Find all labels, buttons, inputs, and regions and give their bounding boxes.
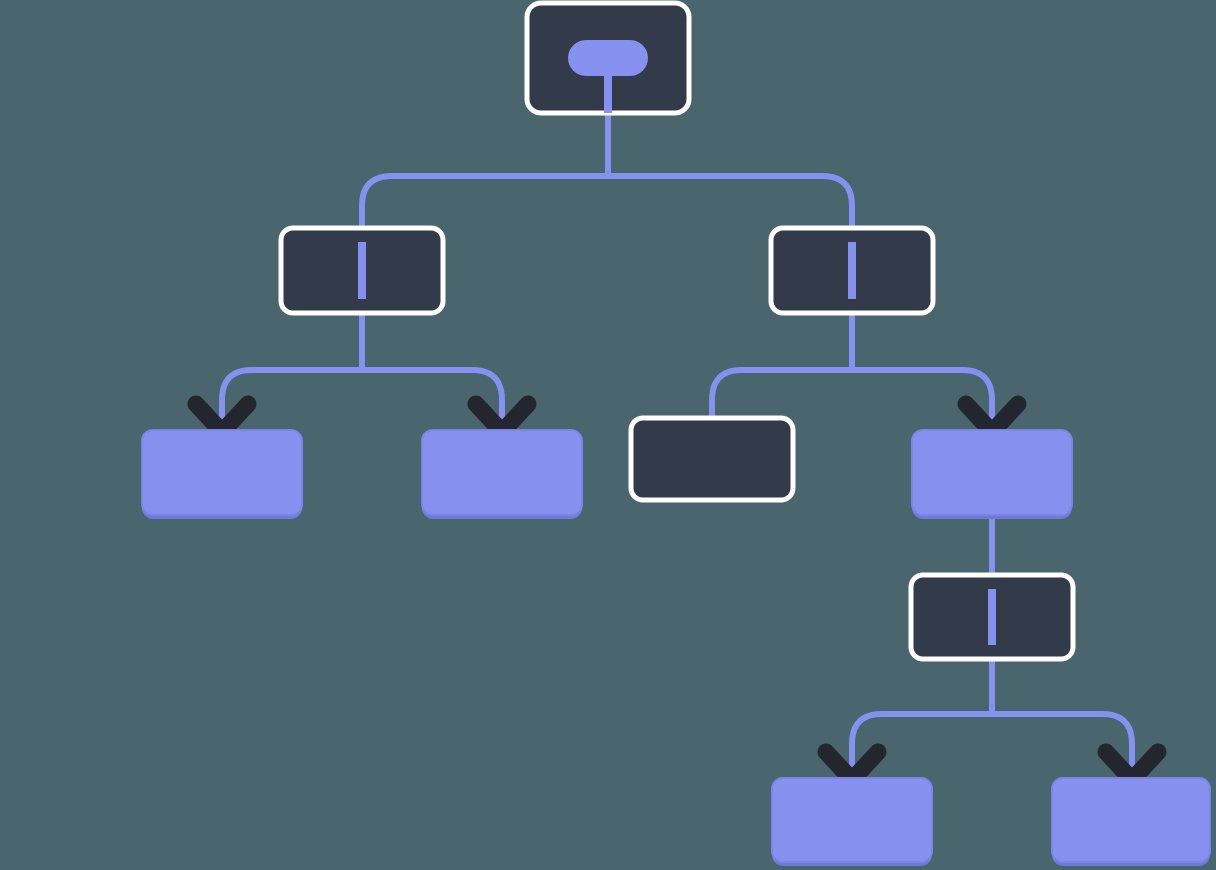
- edge-root-to-level1-right[interactable]: [608, 173, 855, 313]
- edge-level3-to-leaf-b[interactable]: [992, 711, 1135, 788]
- passthrough-line-icon: [988, 589, 996, 645]
- edge-level3-to-leaf-a[interactable]: [849, 711, 992, 788]
- node-level4-leaf-a[interactable]: [771, 777, 933, 866]
- node-level2-leaf-b[interactable]: [421, 429, 583, 519]
- node-level2-accent-branch[interactable]: [911, 429, 1073, 519]
- node-root[interactable]: [524, 0, 692, 116]
- node-level2-leaf-a[interactable]: [141, 429, 303, 519]
- node-body[interactable]: [628, 415, 796, 503]
- edge-level1-left-to-leaf-a[interactable]: [219, 367, 362, 440]
- passthrough-line-icon: [848, 242, 856, 299]
- node-body[interactable]: [771, 777, 933, 863]
- edge-level1-left-to-leaf-b[interactable]: [362, 367, 505, 440]
- dark-node-layer: [278, 0, 1076, 662]
- node-body[interactable]: [141, 429, 303, 516]
- edge-layer: [219, 113, 1135, 788]
- node-level1-left[interactable]: [278, 225, 446, 316]
- node-body[interactable]: [421, 429, 583, 516]
- edge-level1-right-to-dark-node[interactable]: [709, 367, 852, 420]
- edge-root-to-level1-left[interactable]: [359, 173, 608, 313]
- stem-icon: [604, 70, 612, 113]
- node-body[interactable]: [1051, 777, 1211, 863]
- node-level4-leaf-b[interactable]: [1051, 777, 1211, 866]
- node-level3-dark[interactable]: [908, 572, 1076, 662]
- node-level2-dark[interactable]: [628, 415, 796, 503]
- edge-level1-right-to-accent-branch[interactable]: [852, 367, 995, 440]
- passthrough-line-icon: [358, 242, 366, 299]
- node-body[interactable]: [911, 429, 1073, 516]
- node-level1-right[interactable]: [768, 225, 936, 316]
- pill-icon: [568, 40, 648, 76]
- accent-node-layer: [141, 429, 1211, 866]
